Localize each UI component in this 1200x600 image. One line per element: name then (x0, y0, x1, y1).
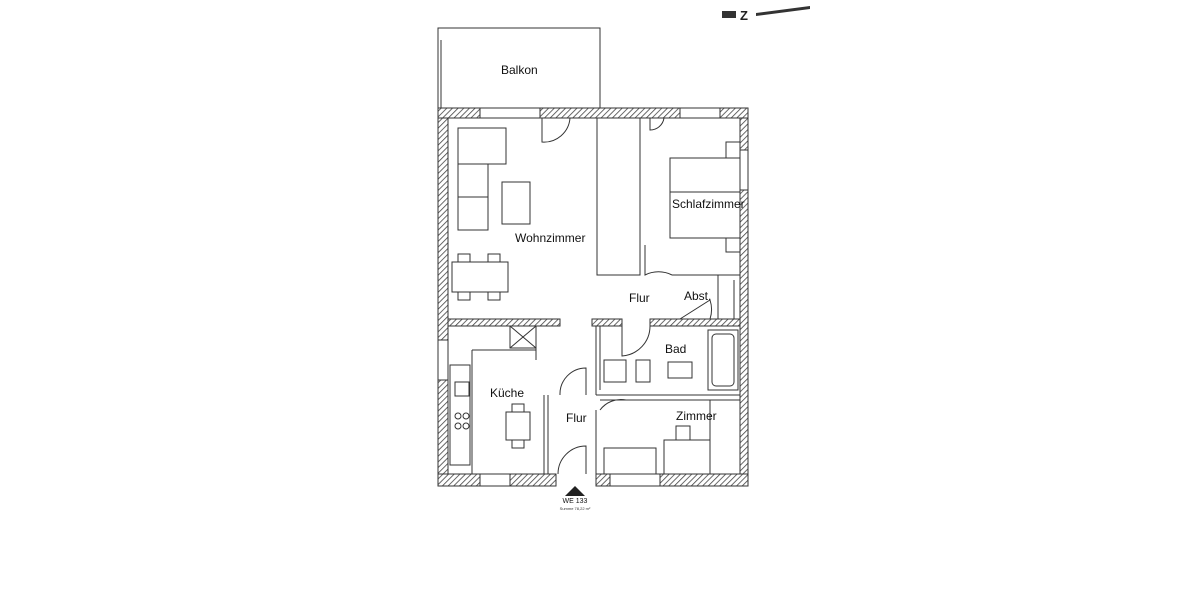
unit-label: WE 133 (563, 498, 588, 505)
room-label-zimmer: Zimmer (676, 409, 717, 423)
north-arrow-icon: Z (722, 6, 810, 23)
area-label: Summe 78,22 m² (560, 506, 591, 511)
room-label-flur-unten: Flur (566, 411, 587, 425)
outer-walls (437, 107, 749, 487)
entrance-marker: WE 133 Summe 78,22 m² (560, 486, 591, 511)
balcony: Balkon (437, 27, 601, 108)
room-label-balkon: Balkon (501, 63, 538, 77)
room-label-bad: Bad (665, 342, 686, 356)
entrance-arrow-icon (565, 486, 585, 496)
inner-walls (447, 117, 741, 474)
room-label-flur-oben: Flur (629, 291, 650, 305)
room-label-abst: Abst. (684, 289, 711, 303)
room-label-kueche: Küche (490, 386, 524, 400)
doors (541, 117, 712, 475)
north-label: Z (740, 8, 748, 23)
room-label-schlafzimmer: Schlafzimmer (672, 197, 745, 211)
room-label-wohnzimmer: Wohnzimmer (515, 231, 585, 245)
furniture (449, 127, 741, 475)
